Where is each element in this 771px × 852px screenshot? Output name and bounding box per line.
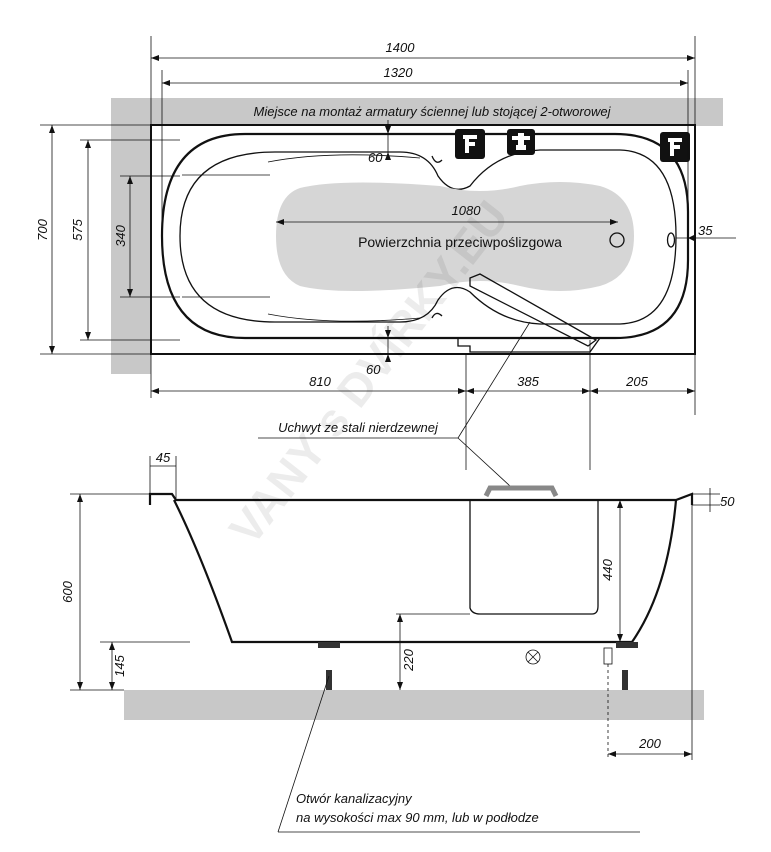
dim-top-offset: 60 — [368, 150, 383, 165]
overflow-hole — [666, 232, 676, 248]
mounting-note: Miejsce na montaż armatury ściennej lub … — [254, 104, 612, 119]
wall-top-band — [111, 98, 723, 126]
side-view — [124, 485, 704, 760]
dim-overall-length: 1400 — [386, 40, 416, 55]
dim-rim-height: 50 — [720, 494, 735, 509]
dim-rim-width: 45 — [156, 450, 171, 465]
dim-antislip-width: 340 — [113, 224, 128, 246]
top-dimensions: 1400 1320 60 1080 35 700 575 — [35, 36, 736, 470]
drain-label-line1: Otwór kanalizacyjny — [296, 791, 413, 806]
drain-side-icon — [525, 649, 541, 665]
top-view: Powierzchnia przeciwpoślizgowa Miejsce n… — [111, 98, 723, 374]
leg-right — [616, 642, 638, 648]
dim-antislip-length: 1080 — [452, 203, 482, 218]
tub-body-side — [173, 499, 678, 644]
leg-left — [318, 642, 340, 648]
faucet-icon — [660, 132, 690, 162]
handle-label: Uchwyt ze stali nierdzewnej — [278, 420, 439, 435]
antislip-zone — [276, 182, 634, 291]
handle-side — [483, 485, 559, 498]
drain-pipe — [603, 647, 613, 665]
dim-overall-width: 700 — [35, 218, 50, 240]
door-cutout-top — [457, 337, 601, 353]
faucet-icon — [455, 129, 485, 159]
dim-door-height: 440 — [600, 558, 615, 580]
dim-total-height: 600 — [60, 580, 75, 602]
wall-left-band — [111, 98, 151, 374]
drain-label-line2: na wysokości max 90 mm, lub w podłodze — [296, 810, 539, 825]
dim-inner-width: 575 — [70, 218, 85, 240]
tub-rim-outline — [160, 132, 690, 340]
dim-left-section: 810 — [309, 374, 331, 389]
dim-inner-length: 1320 — [384, 65, 414, 80]
tub-inner-basin — [179, 149, 677, 325]
dim-right-section: 205 — [625, 374, 648, 389]
dim-leg-height: 145 — [112, 654, 127, 676]
drain-hole — [609, 232, 625, 248]
side-dimensions: 45 50 600 145 440 220 200 — [60, 450, 735, 760]
dim-door-section: 385 — [517, 374, 539, 389]
handle-top-view — [469, 273, 598, 347]
floor — [124, 690, 704, 720]
dim-right-offset: 35 — [698, 223, 713, 238]
antislip-label: Powierzchnia przeciwpoślizgowa — [358, 234, 562, 250]
dim-floor-to-bottom: 220 — [401, 648, 416, 671]
dim-bottom-offset: 60 — [366, 362, 381, 377]
tub-rim-side — [148, 492, 694, 505]
door-side — [469, 500, 599, 615]
mixer-icon — [507, 129, 535, 155]
dim-drain-offset: 200 — [638, 736, 661, 751]
